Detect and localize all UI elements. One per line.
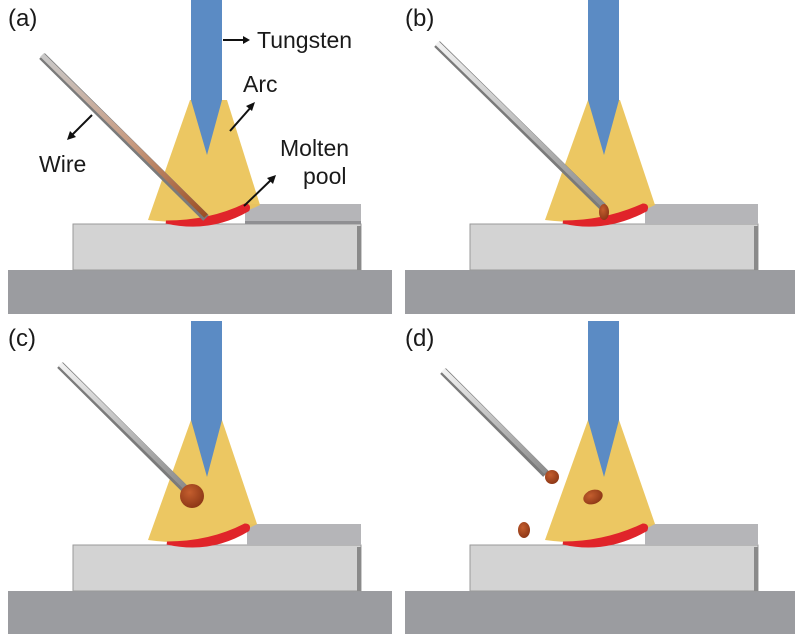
substrate-plate <box>72 223 362 271</box>
panel-a: Tungsten Arc Wire Molten pool (a) <box>8 0 392 314</box>
deposited-layer <box>247 524 361 545</box>
substrate-plate <box>469 544 759 592</box>
deposited-layer <box>645 524 758 545</box>
tungsten-electrode <box>588 0 619 155</box>
droplet-spatter <box>518 522 530 538</box>
molten-pool <box>166 523 251 548</box>
base-plate <box>405 270 795 314</box>
arc-cone <box>545 100 655 223</box>
panel-label-b: (b) <box>405 5 434 32</box>
droplet-on-wire <box>545 470 559 484</box>
panel-d: (d) <box>405 321 795 634</box>
tungsten-electrode <box>588 321 619 477</box>
tungsten-arrowhead <box>243 36 250 44</box>
wire-arrowhead <box>67 131 76 140</box>
label-tungsten: Tungsten <box>257 27 352 53</box>
wire-highlight <box>435 41 605 207</box>
tungsten-electrode <box>191 321 222 477</box>
panel-label-a: (a) <box>8 5 37 32</box>
substrate-edge <box>754 547 758 591</box>
panel-label-c: (c) <box>8 325 36 352</box>
molten-pool-arrowhead <box>267 175 276 184</box>
tungsten-electrode <box>191 0 222 155</box>
arc-arrowhead <box>246 102 255 111</box>
substrate-edge <box>754 226 758 270</box>
base-plate <box>405 591 795 634</box>
substrate-plate <box>72 544 362 592</box>
base-plate <box>8 270 392 314</box>
molten-pool <box>562 523 649 548</box>
substrate-edge <box>357 547 361 591</box>
arc-arrow <box>229 105 253 132</box>
droplet <box>599 204 609 220</box>
arc-cone <box>148 420 257 543</box>
droplet <box>180 484 204 508</box>
droplet-in-arc <box>583 489 603 505</box>
label-arc: Arc <box>243 71 278 97</box>
wire-arrow <box>70 114 93 137</box>
deposited-layer <box>245 204 361 224</box>
arc-cone <box>545 420 655 543</box>
substrate-plate <box>469 223 759 271</box>
panel-label-d: (d) <box>405 325 434 352</box>
wire-highlight <box>441 368 548 474</box>
wire-highlight <box>58 362 187 489</box>
label-wire: Wire <box>39 151 86 177</box>
panel-b: (b) <box>405 0 795 314</box>
panel-c: (c) <box>8 321 392 634</box>
deposited-layer <box>645 204 758 224</box>
label-molten: Molten <box>280 135 349 161</box>
label-pool: pool <box>303 163 346 189</box>
base-plate <box>8 591 392 634</box>
molten-pool-arrow <box>243 178 273 207</box>
wire-highlight <box>40 53 208 218</box>
